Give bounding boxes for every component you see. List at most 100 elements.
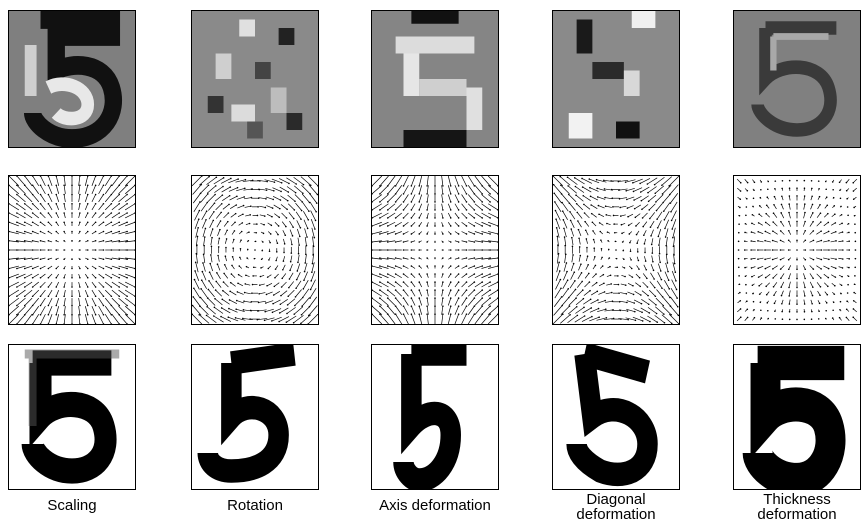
field-vector-tip: [240, 248, 242, 250]
field-vector-tip: [818, 318, 820, 320]
field-vector-tip: [301, 201, 303, 203]
field-vector: [33, 266, 39, 268]
field-vector-tip: [586, 238, 588, 240]
field-vector: [217, 230, 219, 236]
field-vector: [404, 266, 409, 268]
field-vector: [125, 185, 135, 194]
field-vector: [448, 314, 450, 324]
field-vector-tip: [267, 276, 269, 278]
field-vector-tip: [746, 292, 748, 294]
field-vector-tip: [656, 210, 658, 212]
field-vector: [92, 298, 96, 305]
field-vector-tip: [648, 209, 650, 211]
field-vector: [455, 195, 459, 202]
field-vector-tip: [218, 246, 220, 248]
field-vector-tip: [87, 184, 89, 186]
field-vector-tip: [395, 233, 397, 235]
field-vector-tip: [202, 271, 204, 273]
field-vector-tip: [805, 259, 807, 261]
field-vector-tip: [641, 303, 643, 305]
field-vector-tip: [260, 276, 262, 278]
field-vector: [396, 185, 402, 194]
field-vector-tip: [764, 249, 766, 251]
field-vector-tip: [780, 212, 782, 214]
field-vector-tip: [450, 313, 452, 315]
field-vector-tip: [204, 236, 206, 238]
field-vector-tip: [287, 295, 289, 297]
field-vector: [396, 306, 402, 315]
field-vector-tip: [474, 265, 476, 267]
field-vector-tip: [71, 212, 73, 214]
field-vector-tip: [24, 305, 26, 307]
field-vector: [411, 213, 415, 218]
field-vector-tip: [274, 277, 276, 279]
field-vector-tip: [650, 226, 652, 228]
field-vector-tip: [603, 283, 605, 285]
field-vector: [282, 282, 287, 287]
field-vector: [309, 185, 318, 195]
field-vector-tip: [645, 260, 647, 262]
field-vector: [9, 282, 19, 287]
field-vector-tip: [411, 217, 413, 219]
field-vector-tip: [651, 244, 653, 246]
field-vector: [475, 314, 482, 324]
field-vector-tip: [598, 213, 600, 215]
field-vector: [9, 185, 19, 194]
field-vector: [561, 194, 568, 203]
field-vector-tip: [450, 185, 452, 187]
field-vector: [33, 213, 39, 218]
field-vector-tip: [289, 278, 291, 280]
field-vector: [658, 220, 662, 227]
field-vector-tip: [418, 209, 420, 211]
field-vector: [237, 197, 244, 199]
field-vector: [591, 291, 597, 295]
field-vector-tip: [79, 268, 81, 270]
field-vector: [297, 229, 299, 236]
field-vector: [823, 241, 829, 242]
scaling-vector-field: [8, 175, 136, 325]
field-vector-tip: [118, 277, 120, 279]
field-vector-tip: [813, 268, 815, 270]
field-vector: [79, 185, 80, 194]
field-vector-tip: [303, 184, 305, 186]
field-vector: [442, 204, 443, 210]
field-vector: [56, 282, 58, 287]
field-vector-tip: [562, 210, 564, 212]
field-vector: [442, 298, 443, 305]
field-vector-tip: [772, 221, 774, 223]
field-vector: [649, 290, 655, 296]
field-vector: [208, 289, 214, 296]
field-vector-tip: [632, 276, 634, 278]
field-vector-tip: [219, 237, 221, 239]
field-vector-tip: [280, 191, 282, 193]
field-vector-tip: [265, 302, 267, 304]
field-vector: [202, 220, 206, 229]
field-vector-tip: [818, 188, 820, 190]
field-vector-tip: [379, 265, 381, 267]
field-vector-tip: [848, 249, 850, 251]
field-vector-tip: [372, 257, 373, 259]
field-vector-tip: [300, 227, 302, 229]
field-vector-tip: [566, 262, 568, 264]
field-vector-tip: [821, 249, 823, 251]
field-vector-tip: [466, 225, 468, 227]
field-vector: [670, 193, 677, 203]
field-vector-tip: [95, 240, 97, 242]
field-vector-tip: [656, 313, 658, 315]
field-vector-tip: [825, 181, 827, 183]
field-vector: [475, 298, 482, 305]
field-vector-tip: [612, 197, 614, 199]
field-vector: [41, 232, 46, 234]
field-vector: [468, 258, 474, 259]
field-vector-tip: [812, 204, 814, 206]
field-vector-tip: [618, 189, 620, 191]
field-vector: [388, 213, 395, 218]
field-vector: [238, 283, 243, 285]
field-vector: [396, 298, 402, 305]
field-vector: [193, 297, 200, 307]
field-vector: [202, 211, 207, 220]
field-vector-tip: [594, 256, 596, 258]
field-vector-tip: [111, 295, 113, 297]
field-vector-tip: [236, 196, 238, 198]
field-vector-tip: [804, 319, 806, 321]
